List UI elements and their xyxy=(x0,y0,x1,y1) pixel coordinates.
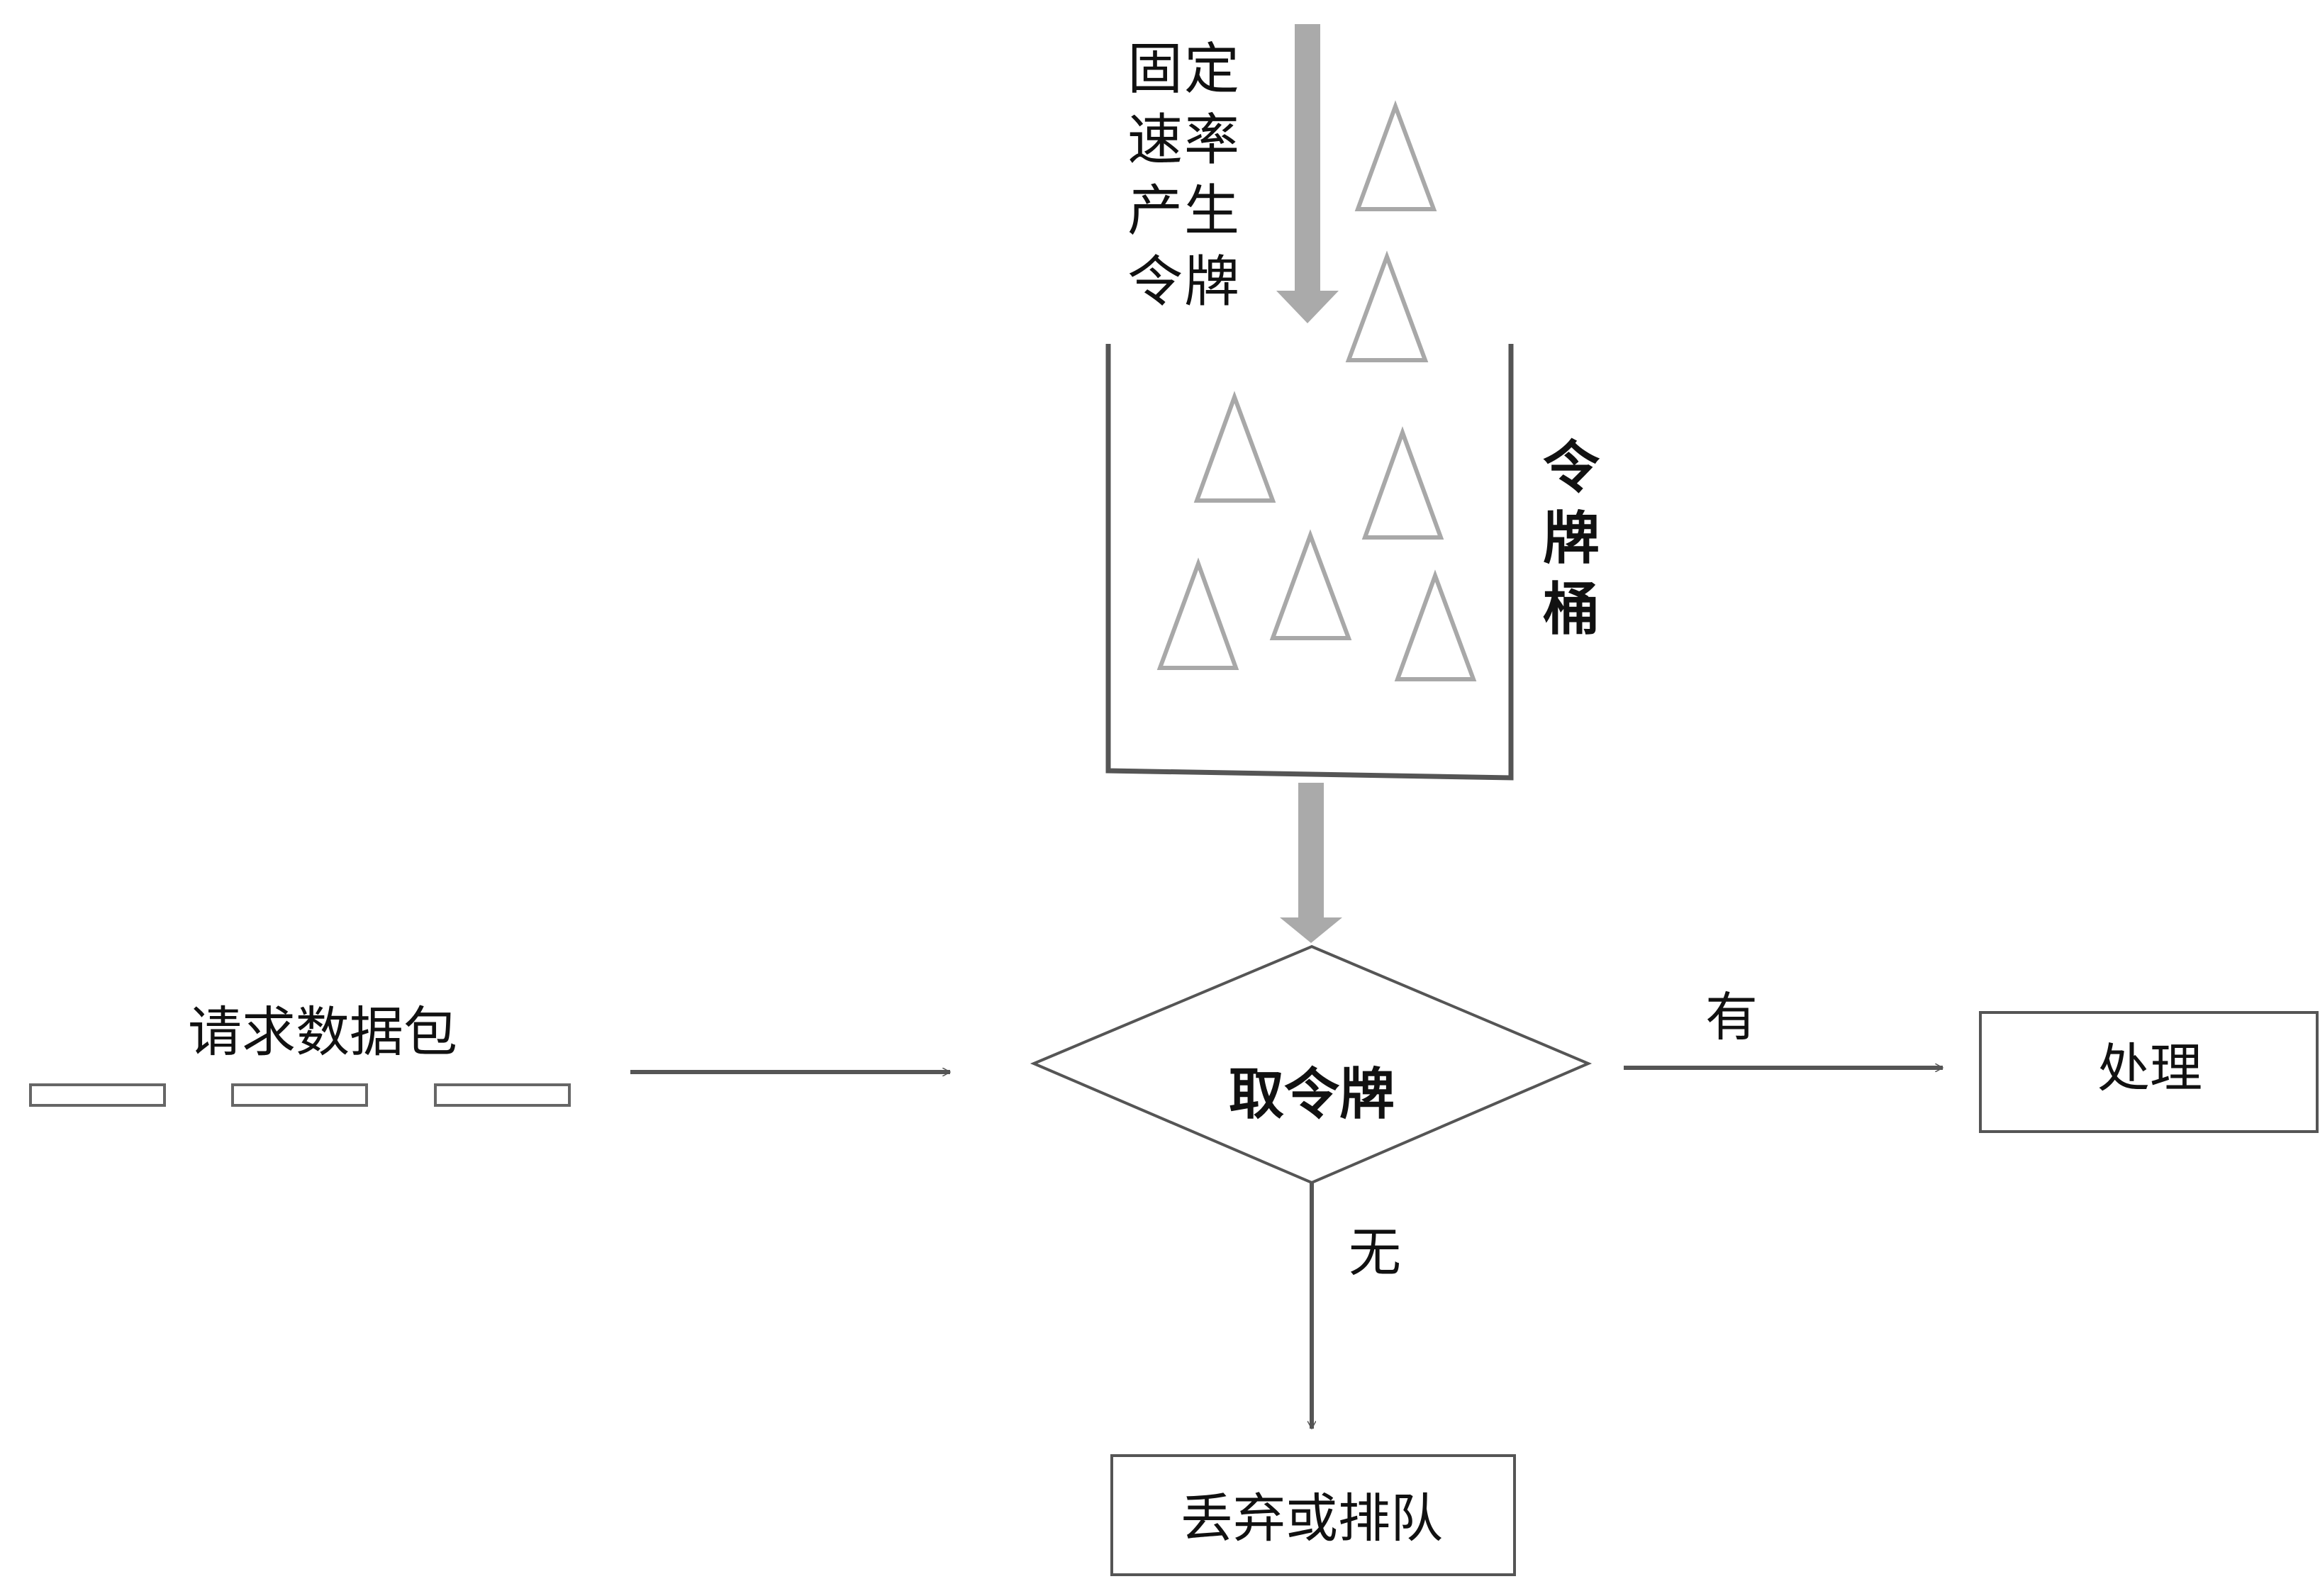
drop-or-queue-label: 丢弃或排队 xyxy=(1181,1488,1443,1549)
token-in-bucket-5 xyxy=(1394,569,1477,681)
request-packet-2 xyxy=(231,1083,368,1107)
token-generation-label: 固定速率产生令牌 xyxy=(1127,38,1242,314)
token-falling-2 xyxy=(1345,250,1429,362)
token-in-bucket-4 xyxy=(1269,529,1352,640)
token-in-bucket-3 xyxy=(1156,557,1239,670)
request-packet-3 xyxy=(434,1083,571,1107)
token-generation-arrow xyxy=(1276,24,1339,323)
take-token-label: 取令牌 xyxy=(1228,1063,1395,1127)
process-label: 处理 xyxy=(2097,1038,2202,1099)
token-bucket-label: 令牌桶 xyxy=(1543,435,1600,642)
request-packet-1 xyxy=(29,1083,166,1107)
yes-label: 有 xyxy=(1705,987,1758,1048)
token-in-bucket-2 xyxy=(1361,426,1444,540)
no-label: 无 xyxy=(1349,1222,1401,1283)
token-falling-1 xyxy=(1354,100,1437,211)
request-packets-label: 请求数据包 xyxy=(188,1000,457,1064)
bucket-output-arrow xyxy=(1280,783,1342,943)
token-bucket xyxy=(1105,344,1514,781)
process-box xyxy=(1979,1011,2319,1133)
drop-or-queue-box xyxy=(1110,1454,1516,1576)
token-in-bucket-1 xyxy=(1193,391,1276,503)
